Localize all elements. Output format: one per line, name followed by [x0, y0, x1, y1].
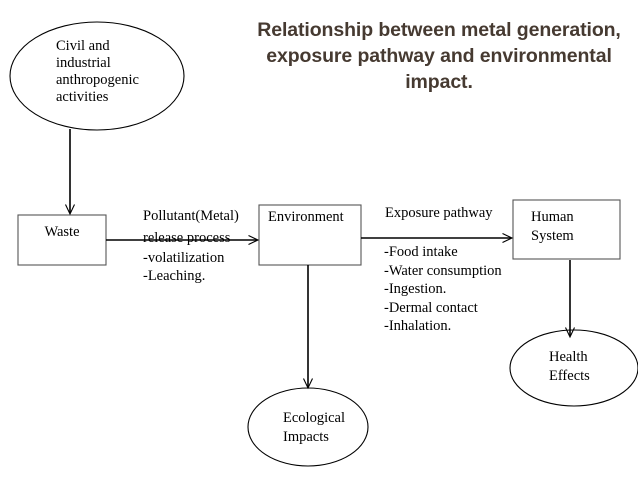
- human-system-label: Human System: [531, 209, 574, 244]
- exposure-pathway-label: Exposure pathway: [385, 205, 493, 221]
- civil-activities-ellipse: [9, 21, 185, 131]
- page-title: Relationship between metal generation, e…: [257, 19, 621, 93]
- ecological-impacts-label: Ecological Impacts: [283, 410, 346, 445]
- release-process-label: release process: [143, 230, 231, 246]
- environment-box: [258, 204, 362, 266]
- waste-label: Waste: [44, 224, 80, 240]
- human-system-box: [512, 199, 621, 260]
- civil-activities-label: Civil and industrial anthropogenic activ…: [56, 38, 139, 106]
- health-effects-label: Health Effects: [549, 349, 590, 384]
- waste-box: [17, 214, 107, 266]
- environment-label: Environment: [268, 209, 344, 225]
- exposure-pathway-items: -Food intake -Water consumption -Ingesti…: [384, 244, 502, 335]
- release-process-items: -volatilization -Leaching.: [143, 250, 225, 285]
- pollutant-metal-label: Pollutant(Metal): [143, 208, 239, 224]
